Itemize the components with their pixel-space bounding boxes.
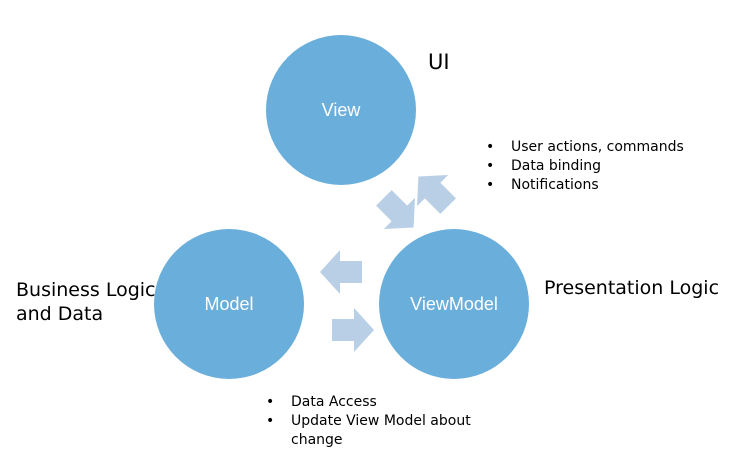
view-label: View (322, 100, 362, 120)
ui-annotation: UI (428, 50, 450, 74)
arrow-view-to-viewmodel (376, 190, 415, 229)
business-logic-line-2: and Data (16, 303, 104, 325)
note-item: Data binding (486, 157, 684, 176)
viewmodel-circle (379, 229, 529, 379)
business-logic-annotation: Business Logic and Data (16, 278, 156, 326)
note-item: Update View Model about change (266, 412, 496, 450)
model-circle (154, 229, 304, 379)
note-item: User actions, commands (486, 138, 684, 157)
model-label: Model (204, 294, 253, 314)
note-item: Notifications (486, 176, 684, 195)
presentation-logic-annotation: Presentation Logic (544, 277, 720, 299)
arrow-viewmodel-to-view (417, 175, 456, 214)
view-circle (266, 35, 416, 185)
note-item: Data Access (266, 393, 496, 412)
business-logic-line-1: Business Logic (16, 279, 156, 301)
model-notes: Data Access Update View Model about chan… (266, 393, 496, 450)
view-viewmodel-notes: User actions, commands Data binding Noti… (486, 138, 684, 195)
arrow-viewmodel-to-model (320, 250, 362, 294)
arrow-model-to-viewmodel (332, 308, 374, 352)
viewmodel-label: ViewModel (410, 294, 498, 314)
